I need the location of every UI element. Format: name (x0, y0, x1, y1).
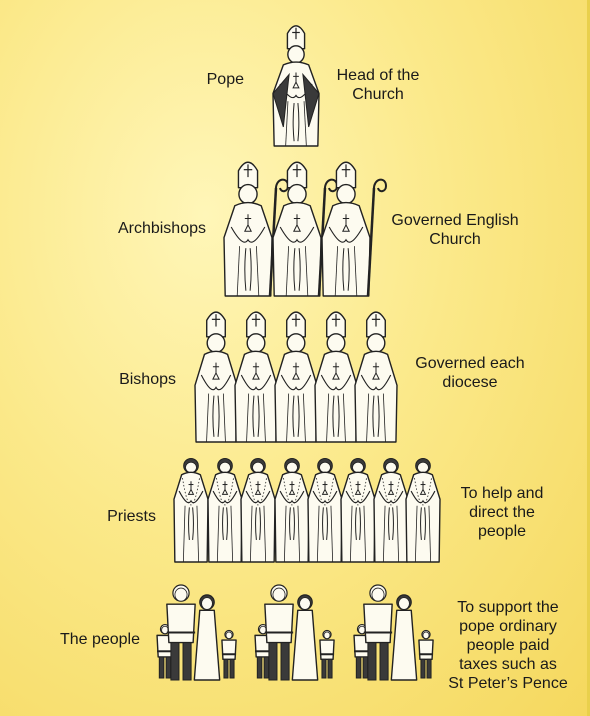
priests-description: To help and direct the people (446, 484, 558, 541)
people-figure (353, 584, 434, 681)
bishops-description-line: Governed each (415, 355, 525, 372)
people-description-line: people paid (466, 637, 550, 654)
priests-description-line: direct the (469, 504, 535, 521)
bishops-label: Bishops (119, 371, 176, 388)
bishops-description-line: diocese (442, 374, 498, 391)
priests-label: Priests (107, 508, 156, 525)
people-label: The people (59, 631, 140, 648)
archbishops-description: Governed English Church (382, 211, 528, 249)
pope-description: Head of the Church (330, 66, 426, 104)
bishops-figure (354, 311, 398, 443)
pope-figure (272, 25, 320, 147)
people-description: To support the pope ordinary people paid… (440, 598, 576, 693)
archbishops-figure (223, 161, 290, 297)
pope-description-line: Head of the (336, 67, 420, 84)
archbishops-figure (321, 161, 388, 297)
archbishops-label: Archbishops (117, 220, 206, 237)
priests-figure (207, 457, 243, 563)
priests-figure (173, 457, 209, 563)
bishops-figure (314, 311, 358, 443)
priests-figure (405, 457, 441, 563)
priests-description-line: To help and (460, 485, 544, 502)
pope-label: Pope (206, 71, 244, 88)
bishops-figure (274, 311, 318, 443)
priests-figure (340, 457, 376, 563)
people-description-line: To support the (457, 599, 559, 616)
priests-description-line: people (477, 523, 527, 540)
archbishops-description-line: Church (429, 231, 481, 248)
people-description-line: St Peter’s Pence (448, 675, 568, 692)
people-description-line: pope ordinary (459, 618, 557, 635)
priests-figure (240, 457, 276, 563)
bishops-figure (194, 311, 238, 443)
people-figure (254, 584, 335, 681)
bishops-figure (234, 311, 278, 443)
priests-figure (373, 457, 409, 563)
priests-figure (274, 457, 310, 563)
archbishops-description-line: Governed English (391, 212, 519, 229)
pope-description-line: Church (352, 86, 404, 103)
archbishops-figure (272, 161, 339, 297)
people-description-line: taxes such as (459, 656, 557, 673)
priests-figure (307, 457, 343, 563)
bishops-description: Governed each diocese (408, 354, 532, 392)
people-figure (156, 584, 237, 681)
